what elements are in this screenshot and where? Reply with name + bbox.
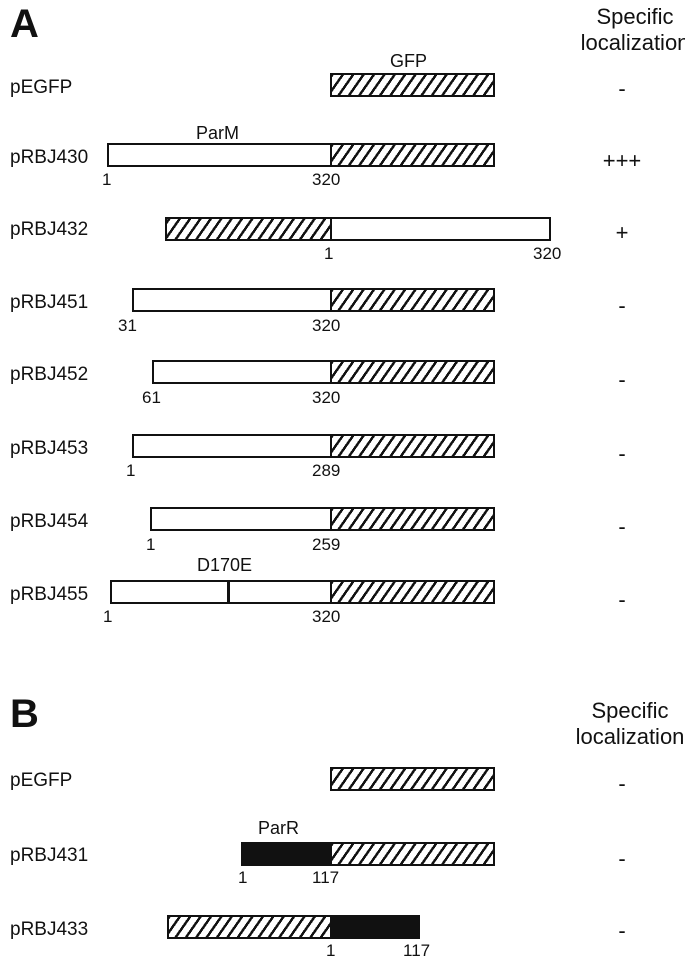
end-tick: 320 [312,170,341,189]
row-label-prbj452: pRBJ452 [10,364,89,385]
start-tick: 61 [142,388,161,407]
end-tick: 289 [312,461,341,480]
result-prbj454: - [618,514,626,539]
gfp-segment [330,73,495,97]
gfp-segment [330,842,495,866]
panel-b-header: Specific localization [575,698,685,749]
parr-segment [241,842,332,866]
end-tick: 117 [312,868,340,887]
result-prbj452: - [618,367,626,392]
end-tick: 320 [533,244,562,263]
gfp-annotation: GFP [390,51,428,71]
start-tick: 31 [118,316,137,335]
end-tick: 320 [312,316,341,335]
start-tick: 1 [103,607,113,626]
start-tick: 1 [126,461,136,480]
panel-a-header: Specific localization [580,4,685,55]
d170e-annotation: D170E [197,555,253,575]
row-label-prbj453: pRBJ453 [10,438,89,459]
gfp-segment [330,143,495,167]
gfp-segment [330,288,495,312]
gfp-segment [330,507,495,531]
end-tick: 320 [312,607,341,626]
parr-segment [330,915,420,939]
gfp-segment [330,434,495,458]
parm-segment [107,143,332,167]
result-pegfp-b: - [618,771,626,796]
gfp-segment [165,217,332,241]
row-label-prbj431: pRBJ431 [10,845,89,866]
parm-segment [110,580,332,604]
result-prbj453: - [618,441,626,466]
row-label-prbj454: pRBJ454 [10,511,89,532]
end-tick: 320 [312,388,341,407]
parm-segment [132,434,332,458]
end-tick: 117 [403,941,431,960]
start-tick: 1 [238,868,248,887]
parm-segment [330,217,551,241]
gfp-segment [330,580,495,604]
gfp-segment [167,915,332,939]
row-label-prbj432: pRBJ432 [10,219,89,240]
result-prbj432: + [615,220,629,245]
parm-segment [152,360,332,384]
end-tick: 259 [312,535,341,554]
gfp-segment [330,767,495,791]
parm-segment [150,507,332,531]
result-prbj455: - [618,587,626,612]
parm-segment [132,288,332,312]
row-label-prbj451: pRBJ451 [10,292,89,313]
result-pegfp-a: - [618,76,626,101]
panel-b-letter: B [10,692,39,736]
row-label-pegfp-a: pEGFP [10,77,73,98]
result-prbj431: - [618,846,626,871]
result-prbj451: - [618,293,626,318]
start-tick: 1 [326,941,336,960]
start-tick: 1 [102,170,112,189]
result-prbj430: +++ [602,148,642,173]
row-label-prbj430: pRBJ430 [10,147,89,168]
start-tick: 1 [146,535,156,554]
gfp-segment [330,360,495,384]
start-tick: 1 [324,244,334,263]
row-label-prbj433: pRBJ433 [10,919,89,940]
parr-annotation: ParR [258,818,300,838]
parm-annotation: ParM [196,123,240,143]
row-label-pegfp-b: pEGFP [10,770,73,791]
panel-a-letter: A [10,2,39,46]
row-label-prbj455: pRBJ455 [10,584,89,605]
mutation-marker [227,580,230,604]
result-prbj433: - [618,918,626,943]
